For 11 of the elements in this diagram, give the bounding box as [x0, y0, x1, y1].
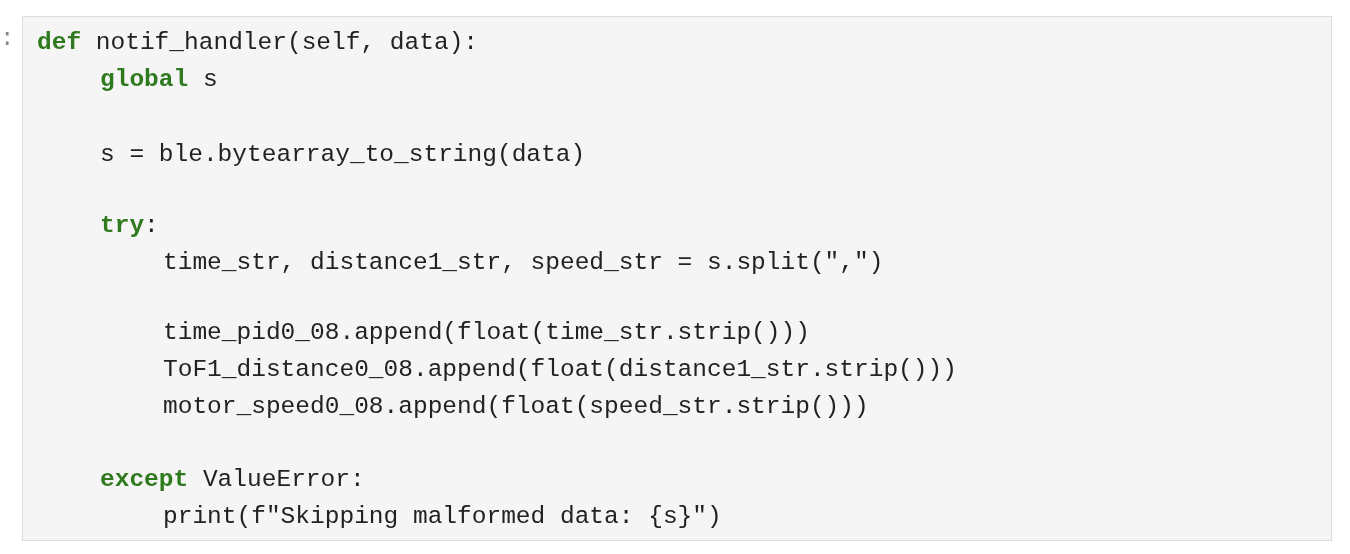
code-line: except ValueError:	[100, 465, 365, 495]
code-line: try:	[100, 211, 159, 241]
code-line: motor_speed0_08.append(float(speed_str.strip()))	[163, 392, 869, 422]
code-line: def notif_handler(self, data):	[37, 28, 479, 58]
code-line: time_pid0_08.append(float(time_str.strip()))	[163, 318, 810, 348]
code-line: print(f"Skipping malformed data: {s}")	[163, 502, 722, 532]
cell-prompt: :	[0, 24, 15, 54]
code-line: time_str, distance1_str, speed_str = s.split(",")	[163, 248, 884, 278]
code-line: ToF1_distance0_08.append(float(distance1_str.strip()))	[163, 355, 957, 385]
code-line: global s	[100, 65, 218, 95]
code-line: s = ble.bytearray_to_string(data)	[100, 140, 586, 170]
